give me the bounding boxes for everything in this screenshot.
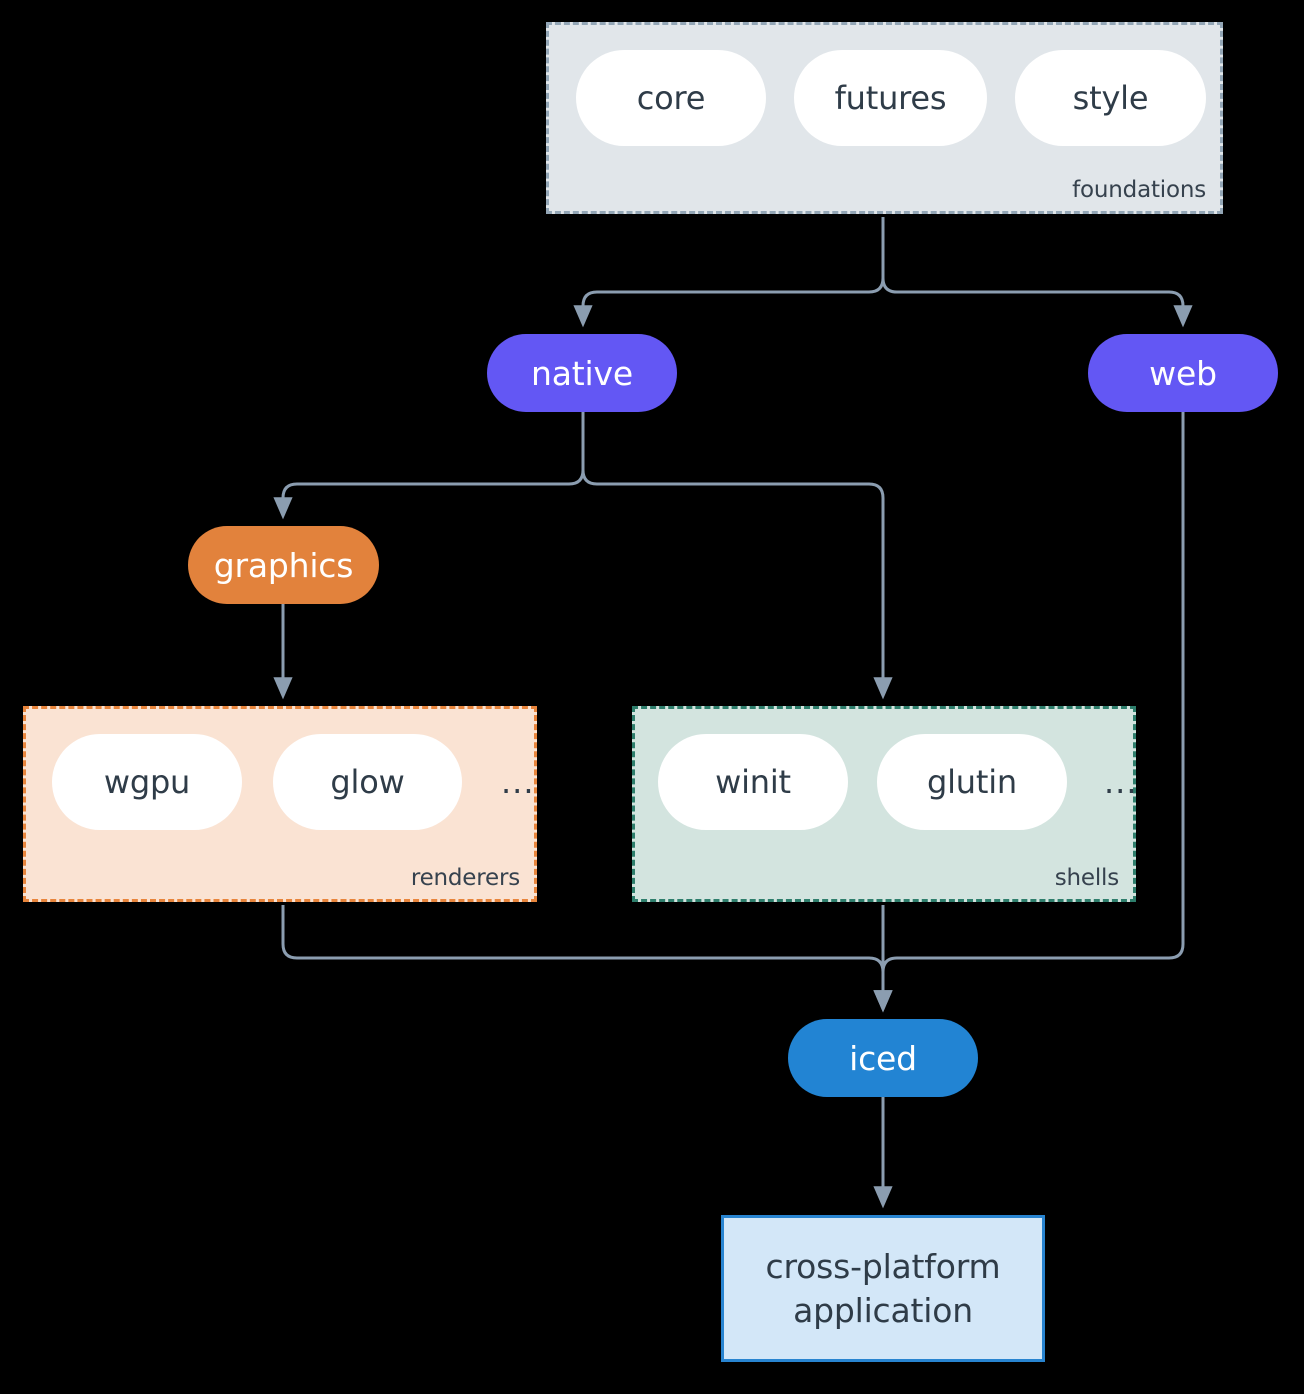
node-winit[interactable]: winit bbox=[658, 734, 848, 830]
node-glow[interactable]: glow bbox=[273, 734, 462, 830]
node-core[interactable]: core bbox=[576, 50, 766, 146]
renderers-overflow-ellipsis: ... bbox=[501, 763, 535, 801]
cluster-foundations-items: core futures style bbox=[576, 50, 1206, 146]
node-iced[interactable]: iced bbox=[788, 1019, 978, 1097]
cluster-foundations: core futures style foundations bbox=[546, 22, 1223, 214]
cluster-renderers: wgpu glow ... renderers bbox=[23, 706, 537, 902]
edge-foundations-web bbox=[881, 277, 1193, 328]
edge-native-graphics bbox=[273, 412, 585, 520]
node-style[interactable]: style bbox=[1015, 50, 1206, 146]
node-native[interactable]: native bbox=[487, 334, 677, 412]
cluster-foundations-label: foundations bbox=[1072, 177, 1206, 203]
edge-native-shells bbox=[581, 469, 893, 700]
node-cross-platform-application[interactable]: cross-platform application bbox=[721, 1215, 1045, 1362]
cluster-renderers-items: wgpu glow ... bbox=[52, 734, 535, 830]
node-web[interactable]: web bbox=[1088, 334, 1278, 412]
edge-foundations-native bbox=[573, 217, 885, 328]
application-line-2: application bbox=[793, 1290, 973, 1330]
cluster-shells-label: shells bbox=[1054, 865, 1119, 891]
node-futures[interactable]: futures bbox=[794, 50, 987, 146]
node-wgpu[interactable]: wgpu bbox=[52, 734, 242, 830]
cluster-shells-items: winit glutin ... bbox=[658, 734, 1138, 830]
edge-renderers-iced bbox=[281, 905, 893, 1013]
cluster-renderers-label: renderers bbox=[410, 865, 520, 891]
node-glutin[interactable]: glutin bbox=[877, 734, 1067, 830]
shells-overflow-ellipsis: ... bbox=[1104, 763, 1138, 801]
cluster-shells: winit glutin ... shells bbox=[632, 706, 1138, 902]
node-graphics[interactable]: graphics bbox=[188, 526, 379, 604]
application-line-1: cross-platform bbox=[765, 1246, 1001, 1286]
